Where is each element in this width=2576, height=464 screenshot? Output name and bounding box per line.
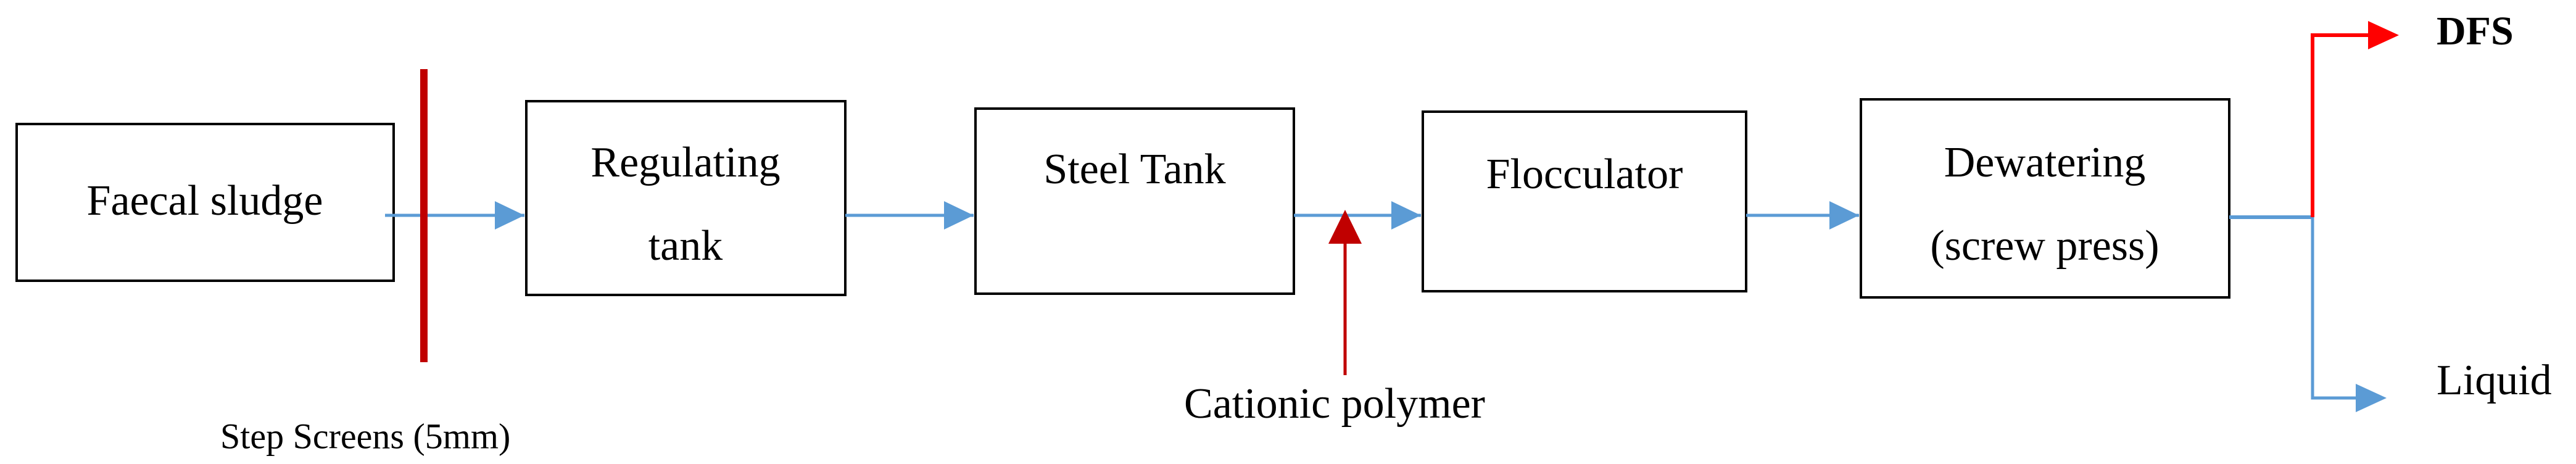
node-dewatering: Dewatering (screw press) — [1860, 98, 2230, 299]
liquid-branch-line — [2311, 217, 2356, 400]
label-dfs: DFS — [2437, 9, 2514, 54]
flow-arrowhead-steel-to-flocculator — [1391, 201, 1421, 230]
flow-arrowhead-regulating-to-steel — [944, 201, 974, 230]
node-regulating-tank-label-line1: Regulating — [590, 139, 780, 186]
polymer-arrowhead — [1328, 210, 1362, 244]
dfs-arrowhead — [2368, 21, 2399, 49]
node-faecal-sludge: Faecal sludge — [15, 123, 395, 282]
label-cationic-polymer: Cationic polymer — [1184, 380, 1485, 428]
flow-arrowhead-sludge-to-regulating — [495, 201, 524, 230]
node-faecal-sludge-label: Faecal sludge — [87, 177, 323, 225]
dfs-branch-line — [2311, 33, 2368, 217]
label-liquid: Liquid — [2437, 357, 2552, 404]
liquid-arrowhead — [2356, 384, 2387, 412]
node-steel-tank-label: Steel Tank — [1043, 146, 1225, 193]
node-regulating-tank: Regulating tank — [525, 100, 847, 296]
node-flocculator: Flocculator — [1422, 110, 1747, 292]
node-steel-tank: Steel Tank — [974, 107, 1295, 295]
flow-arrowhead-flocculator-to-dewatering — [1829, 201, 1859, 230]
node-regulating-tank-label-line2: tank — [648, 222, 723, 270]
node-dewatering-label-line1: Dewatering — [1944, 139, 2146, 186]
label-step-screens: Step Screens (5mm) — [220, 416, 510, 456]
node-flocculator-label: Flocculator — [1486, 151, 1683, 198]
node-dewatering-label-line2: (screw press) — [1930, 222, 2159, 270]
